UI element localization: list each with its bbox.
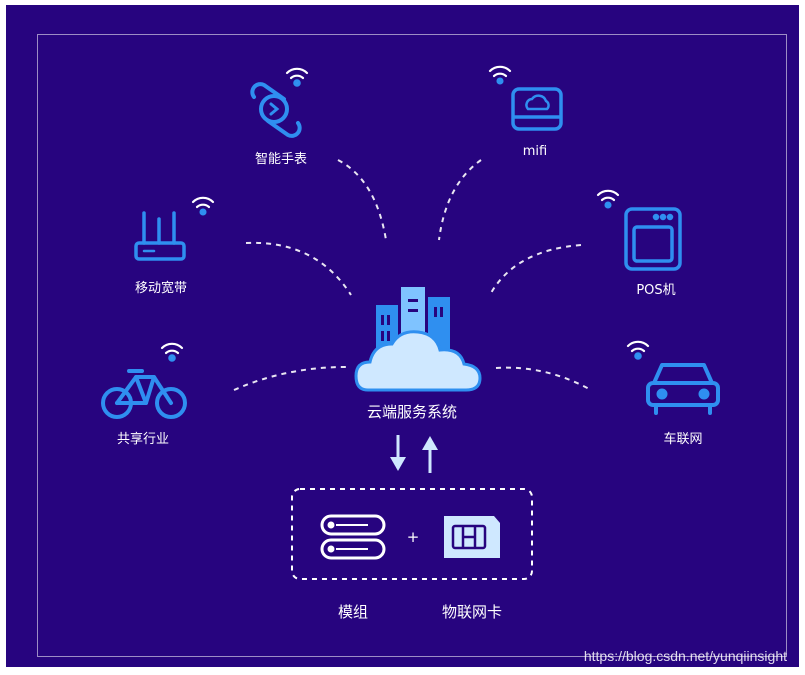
- device-label-broadband: 移动宽带: [134, 281, 188, 296]
- connector-broadband: [245, 241, 352, 296]
- module-icon: [320, 514, 386, 560]
- sync-arrows: [390, 435, 438, 473]
- device-label-pos: POS机: [636, 283, 676, 298]
- car-icon: [626, 339, 720, 415]
- diagram-canvas: 智能手表 mifi 移动宽带 POS机 共享行业 车联网 云端服务系统 + 模组…: [6, 5, 799, 667]
- diagram-frame: [37, 34, 787, 657]
- module-label: 模组: [337, 603, 369, 621]
- sim-card-icon: [444, 516, 500, 558]
- device-label-bike: 共享行业: [116, 432, 170, 447]
- sim-label: 物联网卡: [441, 603, 503, 621]
- connector-watch: [337, 159, 387, 241]
- connector-car: [495, 366, 592, 391]
- pos-terminal-icon: [596, 189, 682, 271]
- connector-lines: [233, 159, 592, 391]
- device-label-watch: 智能手表: [254, 152, 308, 167]
- plus-sign: +: [406, 528, 420, 546]
- connector-mifi: [438, 159, 482, 241]
- hardware-box: [291, 488, 533, 580]
- device-label-mifi: mifi: [522, 144, 548, 159]
- bicycle-icon: [101, 341, 187, 419]
- center-label: 云端服务系统: [366, 403, 458, 421]
- device-label-car: 车联网: [663, 432, 703, 447]
- connector-bike: [233, 366, 347, 391]
- cloud-server-icon: [354, 287, 482, 392]
- connector-pos: [490, 244, 582, 294]
- smartwatch-icon: [250, 66, 309, 138]
- diagram-art: [101, 65, 720, 580]
- watermark: https://blog.csdn.net/yunqiinsight: [583, 648, 787, 664]
- router-icon: [134, 196, 215, 261]
- mifi-device-icon: [488, 65, 563, 131]
